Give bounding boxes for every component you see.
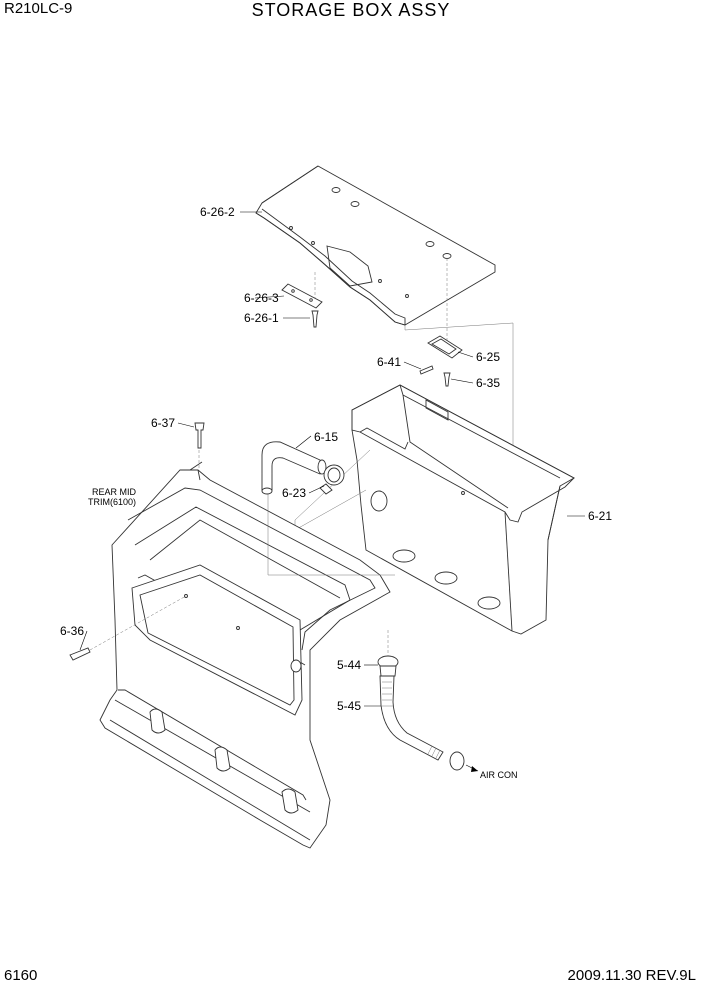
callout-6-25: 6-25 bbox=[476, 350, 500, 364]
screw-6-35 bbox=[443, 372, 451, 387]
callout-6-35: 6-35 bbox=[476, 376, 500, 390]
bolt-6-36 bbox=[69, 595, 187, 661]
callout-5-44: 5-44 bbox=[337, 658, 361, 672]
callout-5-45: 5-45 bbox=[337, 699, 361, 713]
callout-6-26-2: 6-26-2 bbox=[200, 205, 235, 219]
rear-mid-trim-panel bbox=[99, 461, 395, 849]
callout-6-26-1: 6-26-1 bbox=[244, 311, 279, 325]
callout-6-36: 6-36 bbox=[60, 624, 84, 638]
drain-hose-5-45 bbox=[379, 675, 479, 772]
lid-strap-6-26-3 bbox=[281, 283, 323, 309]
screw-6-41 bbox=[419, 365, 434, 375]
air-con-note: AIR CON bbox=[480, 770, 518, 780]
storage-box bbox=[294, 384, 575, 635]
callout-6-26-3: 6-26-3 bbox=[244, 291, 279, 305]
hose-6-15 bbox=[261, 441, 327, 495]
callout-6-21: 6-21 bbox=[588, 509, 612, 523]
callout-6-41: 6-41 bbox=[377, 355, 401, 369]
rear-mid-trim-note-line1: REAR MID bbox=[92, 487, 137, 497]
callout-6-23: 6-23 bbox=[282, 486, 306, 500]
model-code: R210LC-9 bbox=[4, 0, 73, 17]
latch-6-25 bbox=[427, 335, 463, 359]
page-title: STORAGE BOX ASSY bbox=[251, 0, 451, 20]
callout-6-15: 6-15 bbox=[314, 430, 338, 444]
revision-date: 2009.11.30 REV.9L bbox=[567, 967, 696, 984]
leader-lines bbox=[79, 211, 585, 707]
callout-6-37: 6-37 bbox=[151, 416, 175, 430]
rear-mid-trim-note-line2: TRIM(6100) bbox=[88, 497, 136, 507]
page-number: 6160 bbox=[4, 967, 38, 984]
screw-6-26-1 bbox=[311, 310, 319, 328]
storage-box-lid bbox=[255, 165, 496, 345]
bolt-6-37 bbox=[194, 422, 205, 470]
drain-cap-5-44 bbox=[377, 630, 399, 677]
